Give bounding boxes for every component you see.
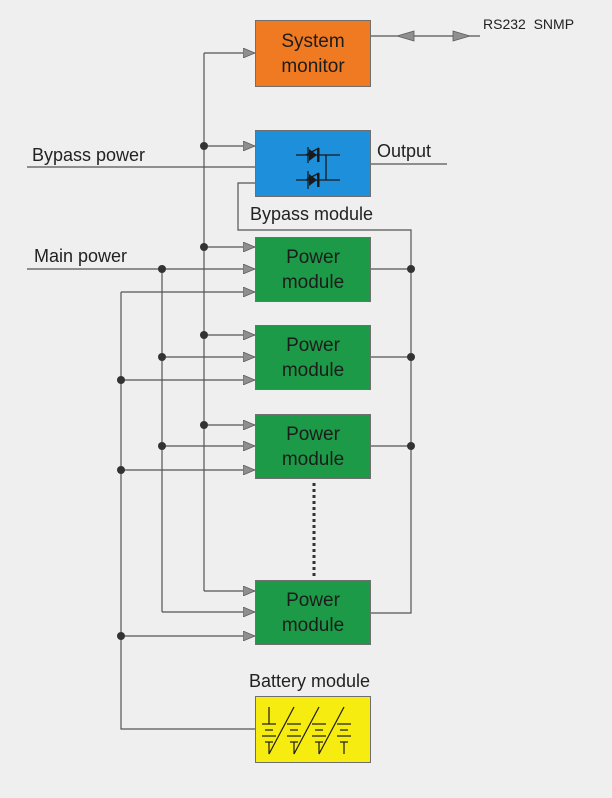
comm-arrow-right [452,30,472,42]
power-module: Power module [255,325,371,390]
bypass-module [255,130,371,197]
comm-arrow-left [395,30,415,42]
power-module-label: Power module [281,246,345,293]
battery-module-label: Battery module [249,671,371,691]
power-module: Power module [255,414,371,479]
power-module: Power module [255,237,371,302]
power-module: Power module [255,580,371,645]
system-monitor-label: System monitor [281,30,345,77]
bypass-power-label: Bypass power [32,145,146,165]
comm-label: RS232 SNMP [483,16,575,32]
main-power-label: Main power [34,246,128,266]
battery-module [255,696,371,763]
output-label: Output [377,141,432,161]
thyristor-icon [296,147,340,189]
battery-bus [120,292,255,730]
output-bus [237,182,255,197]
system-monitor: System monitor [255,20,371,87]
bypass-module-label: Bypass module [250,204,374,224]
power-module-label: Power module [281,334,345,381]
battery-cells-icon [262,706,351,755]
power-module-label: Power module [281,423,345,470]
power-module-label: Power module [281,589,345,636]
